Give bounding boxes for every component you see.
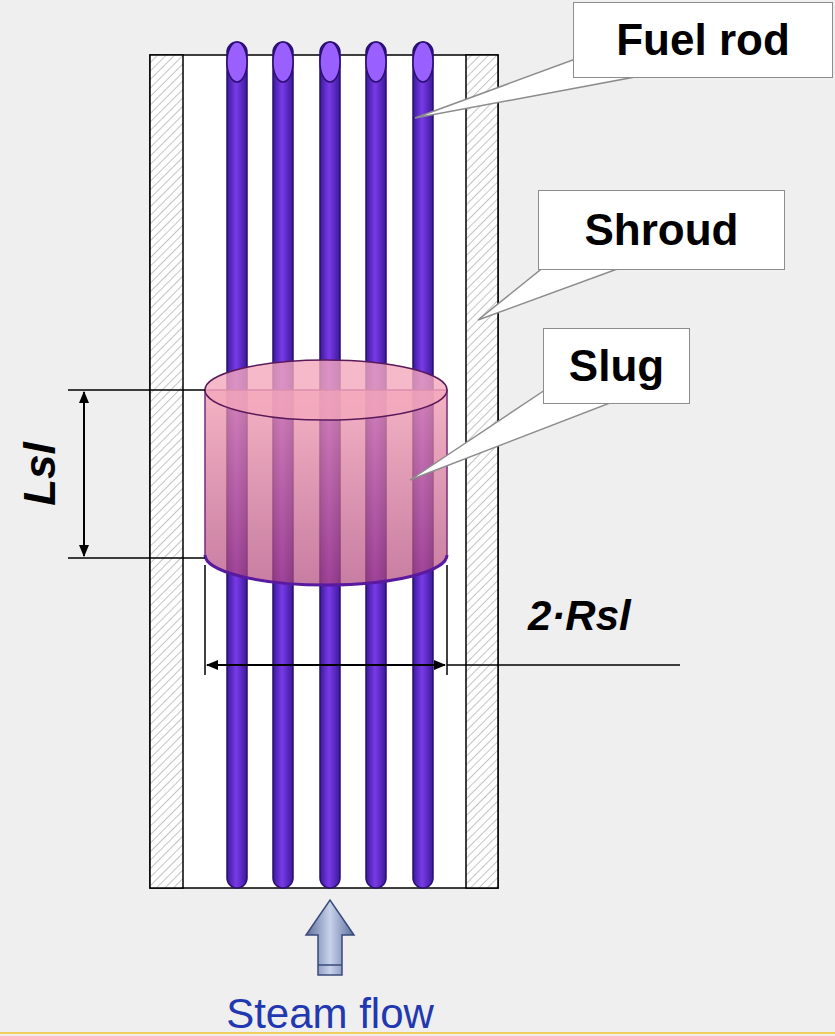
callout-text: Slug [569, 341, 664, 391]
fuel-rod-callout: Fuel rod [573, 2, 833, 78]
shroud-callout: Shroud [538, 190, 785, 270]
slug-callout: Slug [543, 328, 690, 404]
callout-text: Fuel rod [616, 15, 790, 65]
length-dimension: Lsl [15, 442, 65, 506]
callout-text: Shroud [585, 205, 739, 255]
diameter-dimension: 2·Rsl [528, 592, 631, 640]
flow-label: Steam flow [226, 990, 434, 1036]
